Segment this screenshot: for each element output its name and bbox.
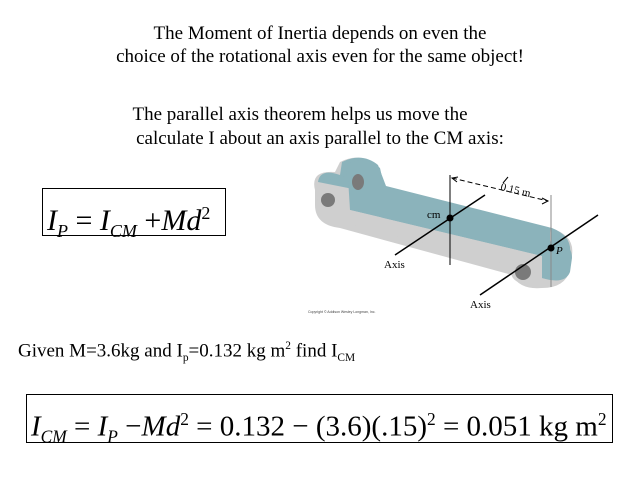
problem-sq: 2 [285, 340, 291, 352]
problem-mid: =0.132 kg m [188, 340, 286, 362]
connecting-rod-figure: 0.15 m cm P Axis Axis Copyright © Addiso… [308, 157, 599, 314]
sol-minus: − [117, 410, 142, 443]
sol-result: = 0.051 kg m [435, 410, 598, 443]
subtitle-line-1: The parallel axis theorem helps us move … [132, 104, 468, 125]
formula-eq: = [75, 204, 93, 237]
problem-sub-p: p [182, 352, 189, 365]
axis-label-cm: Axis [384, 259, 405, 271]
title-line-2: choice of the rotational axis even for t… [116, 46, 524, 67]
sol-eq: = [66, 410, 98, 443]
sol-md: Md [141, 410, 181, 443]
problem-statement: Given M=3.6kg and Ip=0.132 kg m2 find IC… [18, 340, 355, 364]
formula-exp: 2 [201, 203, 211, 223]
subtitle-line-2: calculate I about an axis parallel to th… [136, 128, 504, 149]
axis-label-p: Axis [470, 299, 491, 311]
formula-sub-p: P [57, 221, 68, 241]
sol-sq2: 2 [427, 409, 436, 429]
p-point [547, 244, 555, 252]
hole-icon [321, 193, 335, 207]
sol-mid: = 0.132 − (3.6)(.15) [188, 410, 427, 443]
sol-sq1: 2 [180, 409, 189, 429]
cm-point [446, 214, 454, 222]
sol-lhs-sub: CM [40, 426, 67, 447]
solution-equation: ICM = IP −Md2 = 0.132 − (3.6)(.15)2 = 0.… [26, 394, 613, 447]
distance-label: 0.15 m [499, 181, 532, 200]
formula-i-cm: I [99, 204, 110, 237]
copyright: Copyright © Addison Wesley Longman, Inc. [308, 310, 376, 314]
sol-ip-sub: P [107, 426, 118, 447]
problem-find: find I [290, 340, 338, 362]
problem-sub-cm: CM [337, 352, 356, 365]
formula-plus: + [144, 204, 162, 237]
sol-lhs: I [31, 410, 41, 443]
sol-ip: I [97, 410, 108, 443]
formula-i: I [47, 204, 57, 237]
formula-md: Md [161, 204, 202, 237]
sol-sq3: 2 [597, 409, 607, 429]
formula-sub-cm: CM [109, 221, 137, 241]
p-label: P [555, 245, 563, 257]
title-line-1: The Moment of Inertia depends on even th… [153, 23, 487, 44]
problem-given: Given M=3.6kg and I [18, 340, 183, 362]
parallel-axis-formula: IP = ICM +Md2 [42, 188, 226, 241]
cm-label: cm [427, 209, 441, 221]
